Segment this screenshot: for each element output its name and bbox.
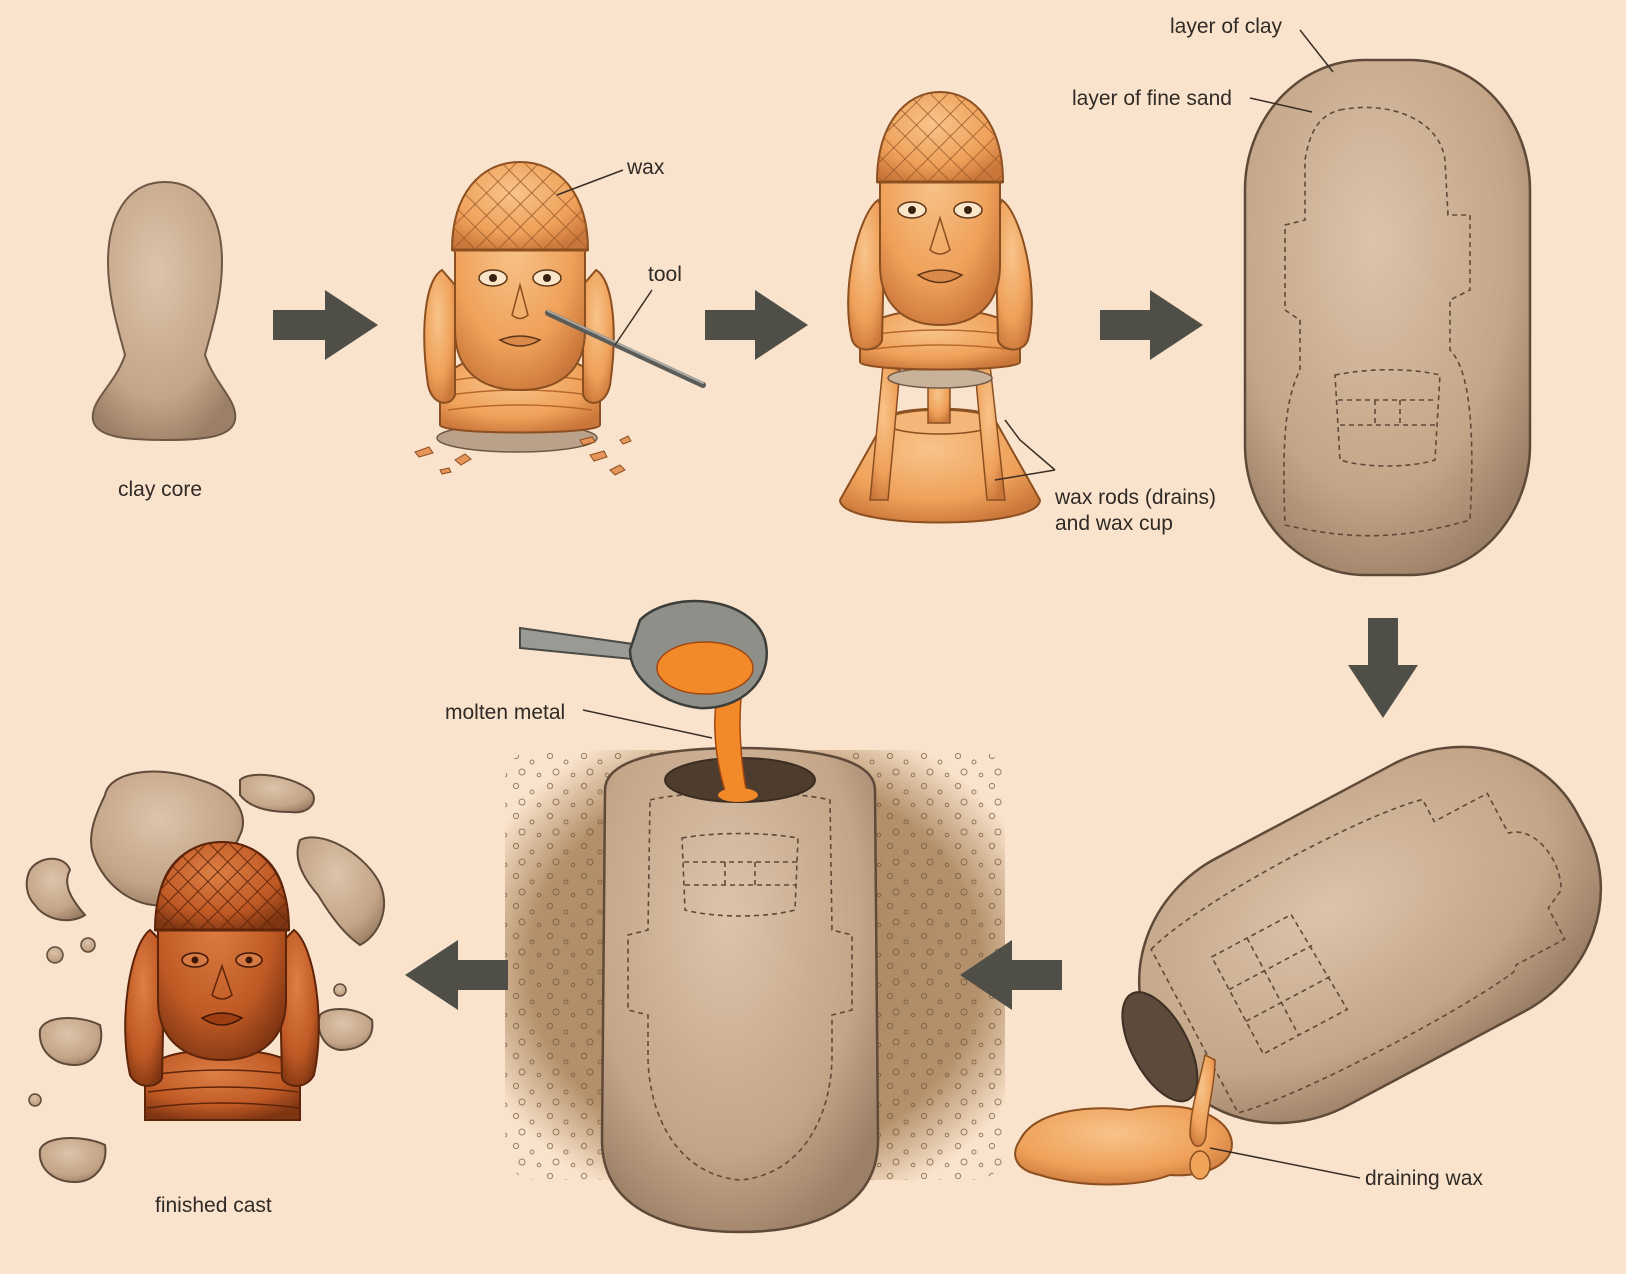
thick-arrow-icon [1348,618,1418,718]
ladle-icon [520,601,767,708]
finished-cast-label: finished cast [155,1193,272,1219]
tilted-mould-icon [1015,699,1626,1185]
molten-metal-label: molten metal [445,700,565,726]
wax-head-on-stand-icon [840,92,1040,523]
thick-arrow-icon [705,290,808,360]
thick-arrow-icon [273,290,378,360]
tool-label: tool [648,262,682,288]
thick-arrow-icon [405,940,508,1010]
mould-in-ground-icon [505,690,1005,1232]
wax-head-with-tool-icon [415,162,703,475]
thick-arrow-icon [1100,290,1203,360]
clay-mould-icon [1245,60,1530,575]
layer-of-fine-sand-label: layer of fine sand [1072,86,1232,112]
draining-wax-label: draining wax [1365,1166,1483,1192]
layer-of-clay-label: layer of clay [1170,14,1282,40]
clay-core-bust-icon [93,182,236,440]
clay-core-label: clay core [118,477,202,503]
wax-rods-label: wax rods (drains) and wax cup [1055,485,1216,538]
bronze-head-icon [27,772,384,1182]
wax-label: wax [627,155,664,181]
